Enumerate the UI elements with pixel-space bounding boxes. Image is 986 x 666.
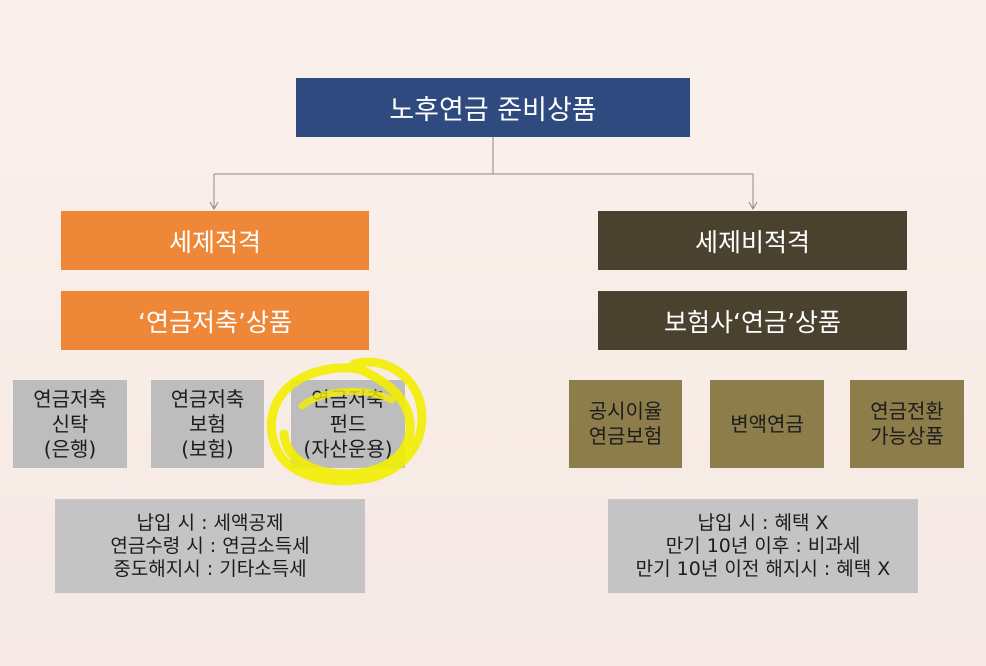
diagram-title: 노후연금 준비상품 xyxy=(296,78,690,137)
left-header: 세제적격 xyxy=(61,211,369,270)
right-tax-note: 납입 시 : 혜택 X 만기 10년 이후 : 비과세 만기 10년 이전 해지… xyxy=(608,499,918,593)
right-subheader: 보험사‘연금’상품 xyxy=(598,291,907,350)
left-subheader: ‘연금저축’상품 xyxy=(61,291,369,350)
product-fixed-rate-annuity: 공시이율 연금보험 xyxy=(569,380,682,468)
product-convertible: 연금전환 가능상품 xyxy=(850,380,964,468)
product-insurance: 연금저축 보험 (보험) xyxy=(151,380,264,468)
arrowhead-right xyxy=(748,201,758,211)
product-trust: 연금저축 신탁 (은행) xyxy=(13,380,127,468)
product-variable-annuity: 변액연금 xyxy=(710,380,824,468)
arrowhead-left xyxy=(209,201,219,211)
product-fund: 연금저축 펀드 (자산운용) xyxy=(291,380,405,468)
right-header: 세제비적격 xyxy=(598,211,907,270)
left-tax-note: 납입 시 : 세액공제 연금수령 시 : 연금소득세 중도해지시 : 기타소득세 xyxy=(55,499,365,593)
